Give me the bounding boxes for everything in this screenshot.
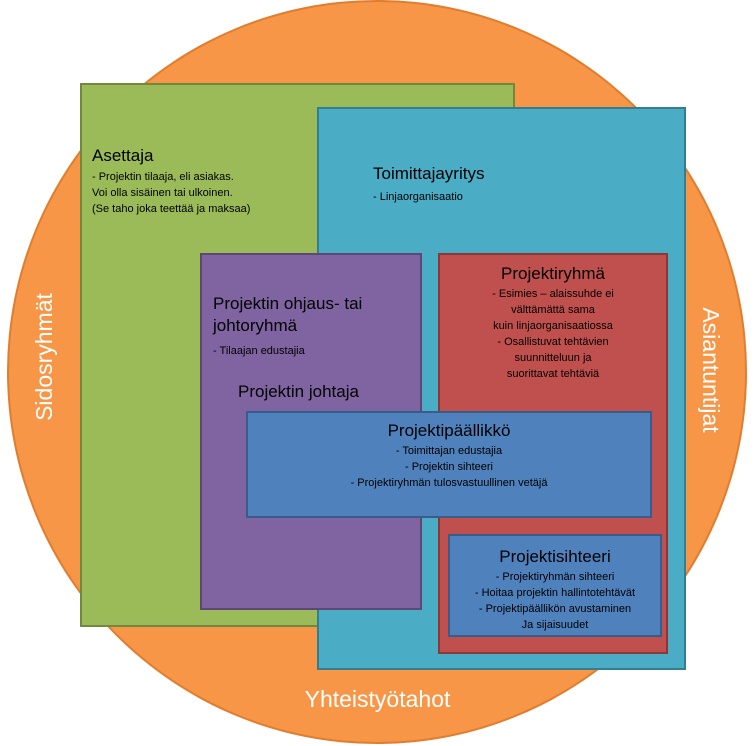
projektisihteeri-item: - Projektipäällikön avustaminen [478, 603, 632, 615]
toimittajayritys-title: Toimittajayritys [373, 164, 485, 183]
projektipaallikko-list: - Toimittajan edustajia - Projektin siht… [248, 443, 650, 491]
ohjausryhma-title-line1: Projektin ohjaus- tai [213, 294, 363, 313]
projektipaallikko-item: - Toimittajan edustajia [395, 445, 503, 457]
toimittajayritys-line: - Linjaorganisaatio [373, 191, 463, 203]
projektisihteeri-item: - Hoitaa projektin hallintotehtävät [474, 587, 636, 599]
projektiryhma-title: Projektiryhmä [501, 264, 605, 283]
asettaja-line: (Se taho joka teettää ja maksaa) [92, 203, 251, 215]
projektin-johtaja-label: Projektin johtaja [238, 382, 359, 401]
projektisihteeri-title: Projektisihteeri [499, 547, 611, 566]
projektisihteeri-item: Ja sijaisuudet [521, 619, 589, 631]
projektiryhma-description: - Esimies – alaissuhde ei välttämättä sa… [440, 286, 666, 382]
projektipaallikko-item: - Projektiryhmän tulosvastuullinen vetäj… [350, 477, 548, 489]
asettaja-title: Asettaja [92, 146, 154, 165]
asettaja-line: - Projektin tilaaja, eli asiakas. [92, 171, 234, 183]
asettaja-description: - Projektin tilaaja, eli asiakas. Voi ol… [92, 169, 352, 217]
label-yhteistyotahot: Yhteistyötahot [304, 686, 451, 712]
projektipaallikko-box: Projektipäällikkö - Toimittajan edustaji… [246, 411, 652, 518]
label-sidosryhmat: Sidosryhmät [31, 293, 57, 421]
ohjausryhma-title: Projektin ohjaus- tai johtoryhmä [213, 293, 362, 337]
projektisihteeri-item: - Projektiryhmän sihteeri [495, 571, 615, 583]
projektiryhma-line: kuin linjaorganisaatiossa [493, 320, 613, 332]
projektipaallikko-title: Projektipäällikkö [387, 421, 511, 440]
projektiryhma-line: välttämättä sama [511, 304, 595, 316]
label-asiantuntijat: Asiantuntijat [698, 307, 724, 433]
projektisihteeri-box: Projektisihteeri - Projektiryhmän sihtee… [448, 534, 662, 637]
projektisihteeri-list: - Projektiryhmän sihteeri - Hoitaa proje… [450, 569, 660, 633]
projektiryhma-line: - Osallistuvat tehtävien [497, 336, 609, 348]
projektipaallikko-item: - Projektin sihteeri [404, 461, 494, 473]
projektiryhma-line: suunnitteluun ja [514, 352, 592, 364]
projektiryhma-line: - Esimies – alaissuhde ei [492, 288, 614, 300]
ohjausryhma-title-line2: johtoryhmä [213, 316, 298, 335]
ohjausryhma-line: - Tilaajan edustajia [213, 345, 305, 357]
asettaja-line: Voi olla sisäinen tai ulkoinen. [92, 187, 233, 199]
projektiryhma-line: suorittavat tehtäviä [506, 368, 600, 380]
